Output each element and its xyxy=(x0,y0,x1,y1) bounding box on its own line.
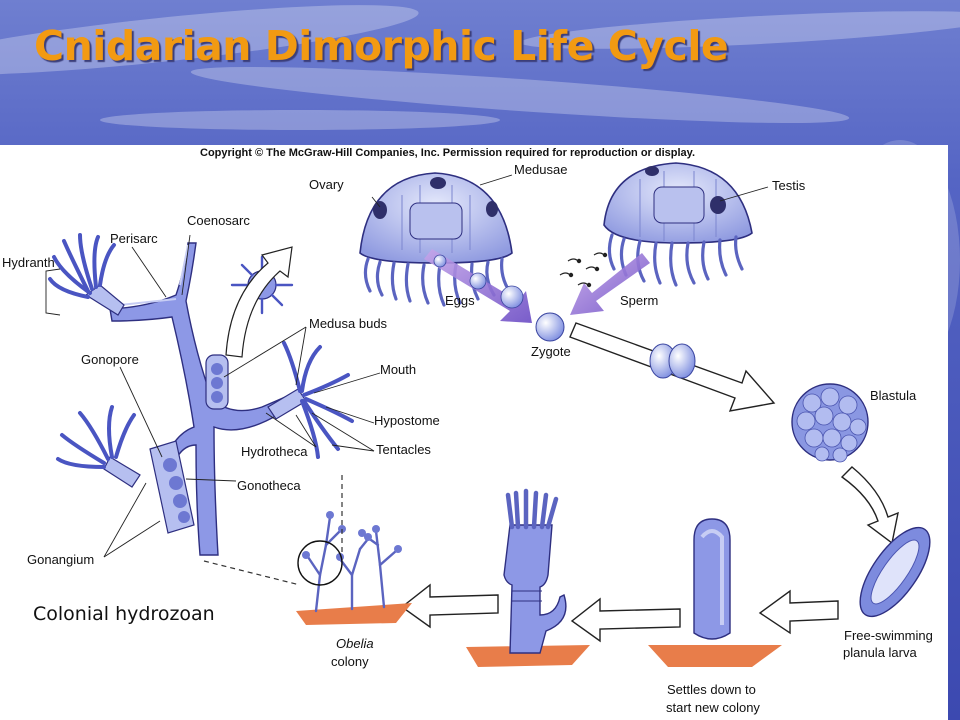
colony-arrow xyxy=(400,583,499,629)
label-tentacles: Tentacles xyxy=(376,442,431,457)
blastula xyxy=(791,383,869,463)
label-zygote: Zygote xyxy=(531,344,571,359)
magnification-lines xyxy=(203,475,343,586)
label-medusa-buds: Medusa buds xyxy=(309,316,388,331)
hydroid-colony xyxy=(48,233,354,556)
medusa-female xyxy=(359,172,513,307)
label-coenosarc: Coenosarc xyxy=(187,213,250,228)
label-medusae: Medusae xyxy=(514,162,568,177)
settle-arrow xyxy=(758,589,839,635)
slide-title: Cnidarian Dimorphic Life Cycle xyxy=(34,22,729,70)
planula-larva xyxy=(859,526,931,618)
sperm-cells xyxy=(559,252,608,288)
label-mouth: Mouth xyxy=(380,362,417,377)
polyp-arrow xyxy=(570,597,681,643)
young-polyp xyxy=(466,488,590,667)
label-obelia: Obelia xyxy=(336,636,374,651)
label-gonopore: Gonopore xyxy=(81,352,139,367)
life-cycle-diagram xyxy=(45,162,931,667)
larva-arrow xyxy=(840,466,899,545)
label-ovary: Ovary xyxy=(309,177,344,192)
two-cell-embryo xyxy=(649,343,696,379)
label-planula-larva: planula larva xyxy=(843,645,917,660)
label-blastula: Blastula xyxy=(870,388,917,403)
label-start-new-colony: start new colony xyxy=(666,700,760,715)
settled-larva xyxy=(648,518,782,667)
sperm-arrow xyxy=(570,253,650,315)
label-hydrotheca: Hydrotheca xyxy=(241,444,308,459)
label-gonangium: Gonangium xyxy=(27,552,95,567)
medusa-male xyxy=(603,162,753,287)
label-free-swimming: Free-swimming xyxy=(844,628,933,643)
label-testis: Testis xyxy=(772,178,806,193)
life-cycle-figure: Copyright © The McGraw-Hill Companies, I… xyxy=(0,145,948,720)
eggs xyxy=(433,254,524,309)
label-leader-lines xyxy=(45,174,769,558)
label-eggs: Eggs xyxy=(445,293,475,308)
label-settles-down: Settles down to xyxy=(667,682,756,697)
copyright-notice: Copyright © The McGraw-Hill Companies, I… xyxy=(200,147,696,159)
label-gonotheca: Gonotheca xyxy=(237,478,301,493)
caption-colonial-hydrozoan: Colonial hydrozoan xyxy=(33,603,215,625)
label-perisarc: Perisarc xyxy=(110,231,158,246)
label-hydranth: Hydranth xyxy=(2,255,55,270)
obelia-colony xyxy=(296,511,412,625)
label-hypostome: Hypostome xyxy=(374,413,440,428)
zygote xyxy=(535,312,565,342)
label-colony: colony xyxy=(331,654,369,669)
label-sperm: Sperm xyxy=(620,293,659,308)
